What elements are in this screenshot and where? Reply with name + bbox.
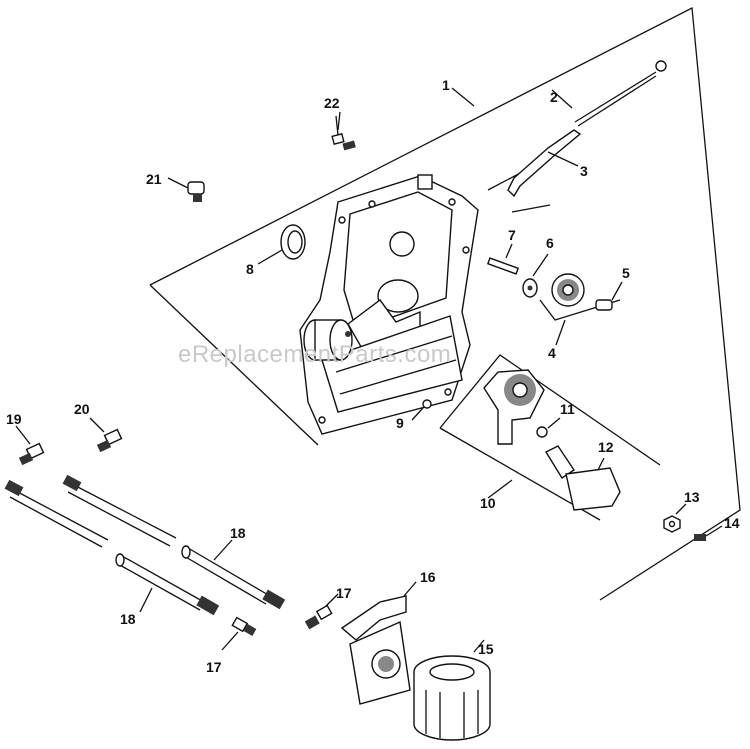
oil-pump-10 xyxy=(483,369,545,499)
callout-14: 14 xyxy=(724,515,740,531)
callout-20: 20 xyxy=(74,401,90,417)
fitting-17-right xyxy=(304,593,339,630)
callout-21: 21 xyxy=(146,171,162,187)
leader-22 xyxy=(337,111,341,131)
callout-8: 8 xyxy=(246,261,254,277)
leader-1 xyxy=(451,87,475,107)
callout-17-right: 17 xyxy=(336,585,352,601)
oil-seal-8 xyxy=(257,224,306,265)
nut-13 xyxy=(663,503,687,533)
hose-18-upper xyxy=(181,539,286,610)
fitting-17-left xyxy=(221,616,257,651)
callout-6: 6 xyxy=(546,235,554,251)
governor-gear-4 xyxy=(551,273,585,307)
dipstick-tube-3 xyxy=(507,129,582,198)
hose-upper-right xyxy=(62,474,177,547)
o-ring-11 xyxy=(536,417,561,438)
callout-2: 2 xyxy=(550,89,558,105)
pin-5 xyxy=(595,281,623,311)
callout-10: 10 xyxy=(480,495,496,511)
callout-labels: 1 2 3 4 5 6 7 8 9 10 11 12 13 14 15 16 1… xyxy=(6,77,740,675)
oil-filter-15 xyxy=(413,639,491,741)
callout-16: 16 xyxy=(420,569,436,585)
callout-5: 5 xyxy=(622,265,630,281)
callout-1: 1 xyxy=(442,77,450,93)
callout-22: 22 xyxy=(324,95,340,111)
callout-18-lower: 18 xyxy=(120,611,136,627)
bolt-14 xyxy=(694,525,723,541)
pin-7 xyxy=(486,243,520,275)
callout-19: 19 xyxy=(6,411,22,427)
oil-pickup-12 xyxy=(545,445,621,511)
closure-plate xyxy=(299,174,479,435)
watermark: eReplacementParts.com xyxy=(178,341,451,368)
callout-15: 15 xyxy=(478,641,494,657)
callout-12: 12 xyxy=(598,439,614,455)
fitting-20 xyxy=(89,417,123,453)
callout-13: 13 xyxy=(684,489,700,505)
leader-4 xyxy=(555,319,566,346)
fitting-19 xyxy=(15,425,45,466)
callout-11: 11 xyxy=(560,401,575,417)
callout-17-left: 17 xyxy=(206,659,222,675)
dipstick-2 xyxy=(551,60,667,127)
callout-7: 7 xyxy=(508,227,516,243)
bolt-22 xyxy=(331,115,356,151)
elbow-fitting-21 xyxy=(167,177,205,202)
washer-6 xyxy=(522,253,549,298)
callout-9: 9 xyxy=(396,415,404,431)
callout-4: 4 xyxy=(548,345,556,361)
hose-18-lower xyxy=(115,553,220,616)
callout-3: 3 xyxy=(580,163,588,179)
callout-18-upper: 18 xyxy=(230,525,246,541)
oil-filter-adapter-16 xyxy=(340,581,417,705)
o-ring-9 xyxy=(411,399,432,421)
hose-upper-left xyxy=(4,479,109,548)
